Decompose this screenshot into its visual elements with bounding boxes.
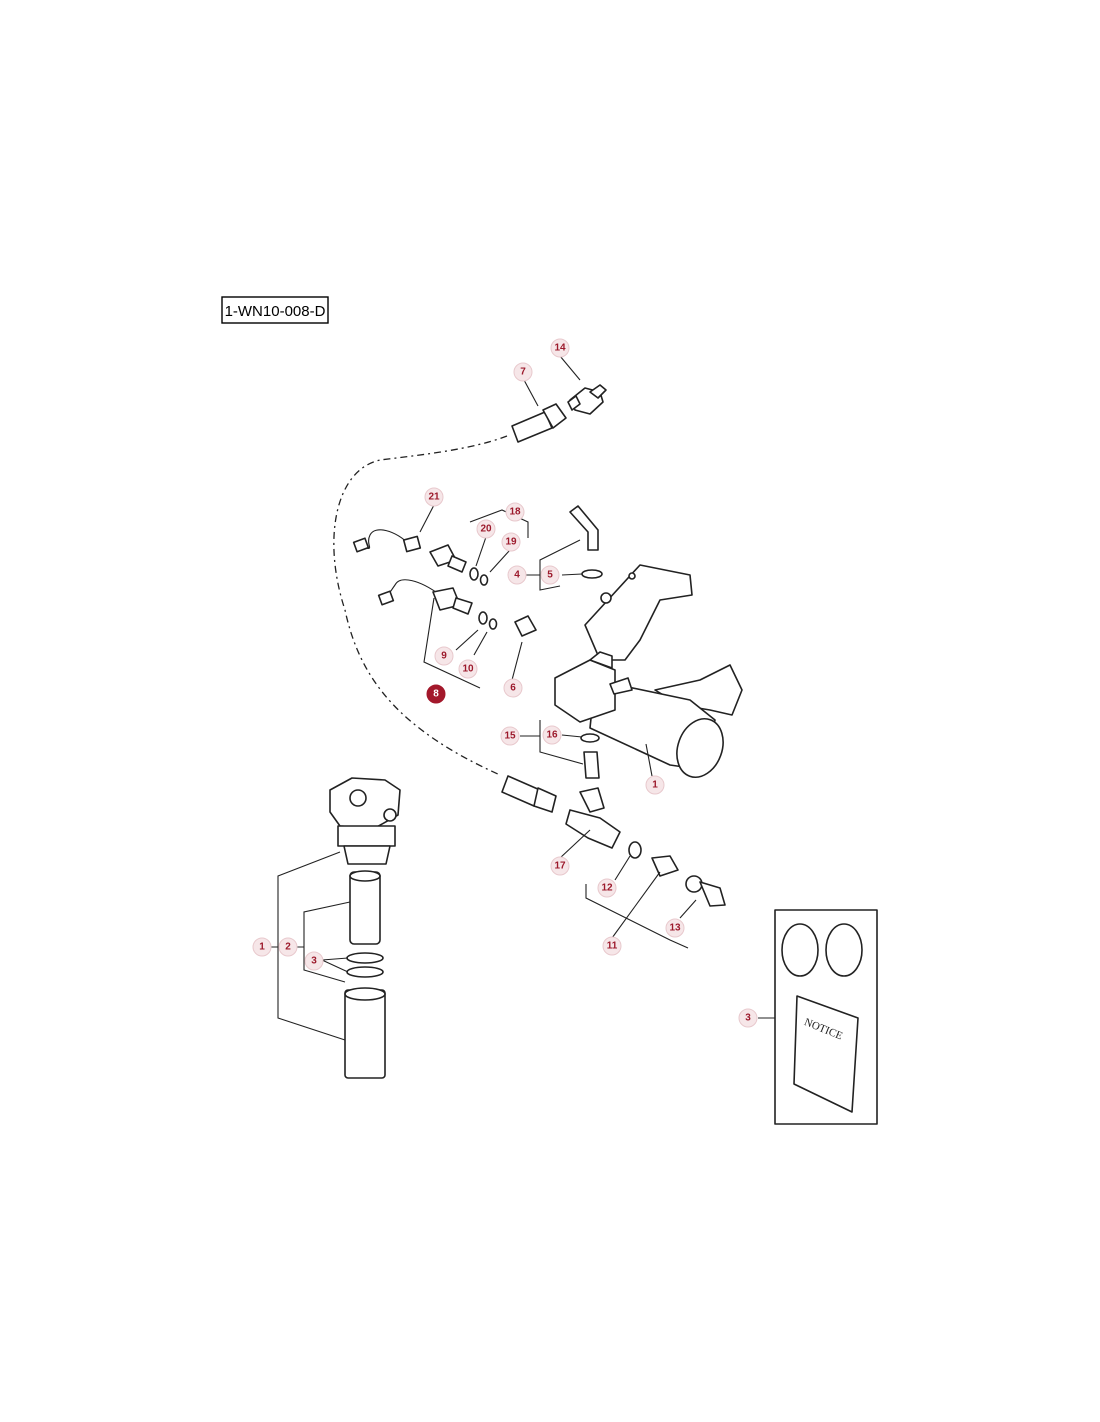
callout-16[interactable]: 16 (542, 725, 562, 745)
seal-kit-box: NOTICE (774, 909, 878, 1125)
svg-text:5: 5 (547, 570, 553, 581)
svg-text:3: 3 (745, 1013, 751, 1024)
callout-1-left[interactable]: 1 (252, 937, 272, 957)
kit-seal-ring (825, 923, 863, 977)
filter-bowl (344, 987, 386, 1079)
callout-9[interactable]: 9 (434, 646, 454, 666)
callout-2[interactable]: 2 (278, 937, 298, 957)
callout-7[interactable]: 7 (513, 362, 533, 382)
svg-text:14: 14 (554, 343, 566, 354)
callout-17[interactable]: 17 (550, 856, 570, 876)
callout-11[interactable]: 11 (602, 936, 622, 956)
svg-text:8: 8 (433, 689, 439, 700)
kit-seal-ring (781, 923, 819, 977)
fitting-15 (583, 751, 600, 779)
fitting-11 (651, 855, 679, 877)
bracket-hole (628, 572, 636, 580)
lower-hose-end (501, 775, 557, 813)
svg-text:21: 21 (428, 492, 440, 503)
cap-13 (685, 875, 726, 907)
callout-10[interactable]: 10 (458, 659, 478, 679)
sensor-21-part (352, 529, 467, 573)
svg-text:1: 1 (652, 780, 658, 791)
callout-21[interactable]: 21 (424, 487, 444, 507)
callout-8[interactable]: 8 (426, 684, 446, 704)
svg-text:6: 6 (510, 683, 516, 694)
sensor-8-part (377, 579, 498, 630)
svg-text:13: 13 (669, 923, 681, 934)
callout-4[interactable]: 4 (507, 565, 527, 585)
svg-text:15: 15 (504, 731, 516, 742)
svg-text:9: 9 (441, 651, 447, 662)
leader-lines (270, 355, 775, 1041)
svg-text:18: 18 (509, 507, 521, 518)
diagram-reference-code: 1-WN10-008-D (225, 303, 326, 320)
elbow-fitting-part (569, 505, 603, 579)
svg-text:7: 7 (520, 367, 526, 378)
notice-booklet (793, 995, 859, 1113)
svg-text:19: 19 (505, 537, 517, 548)
plug-6-part (514, 615, 537, 637)
callout-18[interactable]: 18 (505, 502, 525, 522)
callout-bubbles[interactable]: 14 7 21 18 20 19 4 5 (252, 338, 758, 1028)
o-ring-19 (479, 574, 489, 586)
callout-12[interactable]: 12 (597, 878, 617, 898)
filter-assembly-main (554, 651, 724, 778)
svg-text:2: 2 (285, 942, 291, 953)
seal-ring-upper (346, 952, 384, 964)
hose-end-part (511, 403, 567, 443)
filter-head (329, 777, 401, 865)
callout-3-kit[interactable]: 3 (738, 1008, 758, 1028)
filter-element (349, 870, 381, 945)
hose-route-line (333, 435, 508, 776)
svg-text:1: 1 (259, 942, 265, 953)
callout-15[interactable]: 15 (500, 726, 520, 746)
callout-5[interactable]: 5 (540, 565, 560, 585)
svg-text:10: 10 (462, 664, 474, 675)
svg-text:12: 12 (601, 883, 613, 894)
callout-19[interactable]: 19 (501, 532, 521, 552)
ring-16 (580, 733, 600, 743)
adapter-part (567, 384, 607, 415)
o-ring-12 (628, 841, 642, 859)
mounting-bracket (584, 564, 693, 661)
callout-6[interactable]: 6 (503, 678, 523, 698)
callout-3-left[interactable]: 3 (304, 951, 324, 971)
svg-text:16: 16 (546, 730, 558, 741)
tee-fitting-17 (565, 787, 621, 849)
bracket-hole (600, 592, 612, 604)
callout-13[interactable]: 13 (665, 918, 685, 938)
svg-text:17: 17 (554, 861, 566, 872)
svg-text:20: 20 (480, 524, 492, 535)
seal-ring-lower (346, 966, 384, 978)
callout-1[interactable]: 1 (645, 775, 665, 795)
diagram-reference-box: 1-WN10-008-D (221, 296, 329, 324)
callout-14[interactable]: 14 (550, 338, 570, 358)
svg-text:3: 3 (311, 956, 317, 967)
svg-text:11: 11 (607, 941, 618, 952)
o-ring-20 (469, 567, 479, 581)
callout-20[interactable]: 20 (476, 519, 496, 539)
svg-text:4: 4 (514, 570, 520, 581)
